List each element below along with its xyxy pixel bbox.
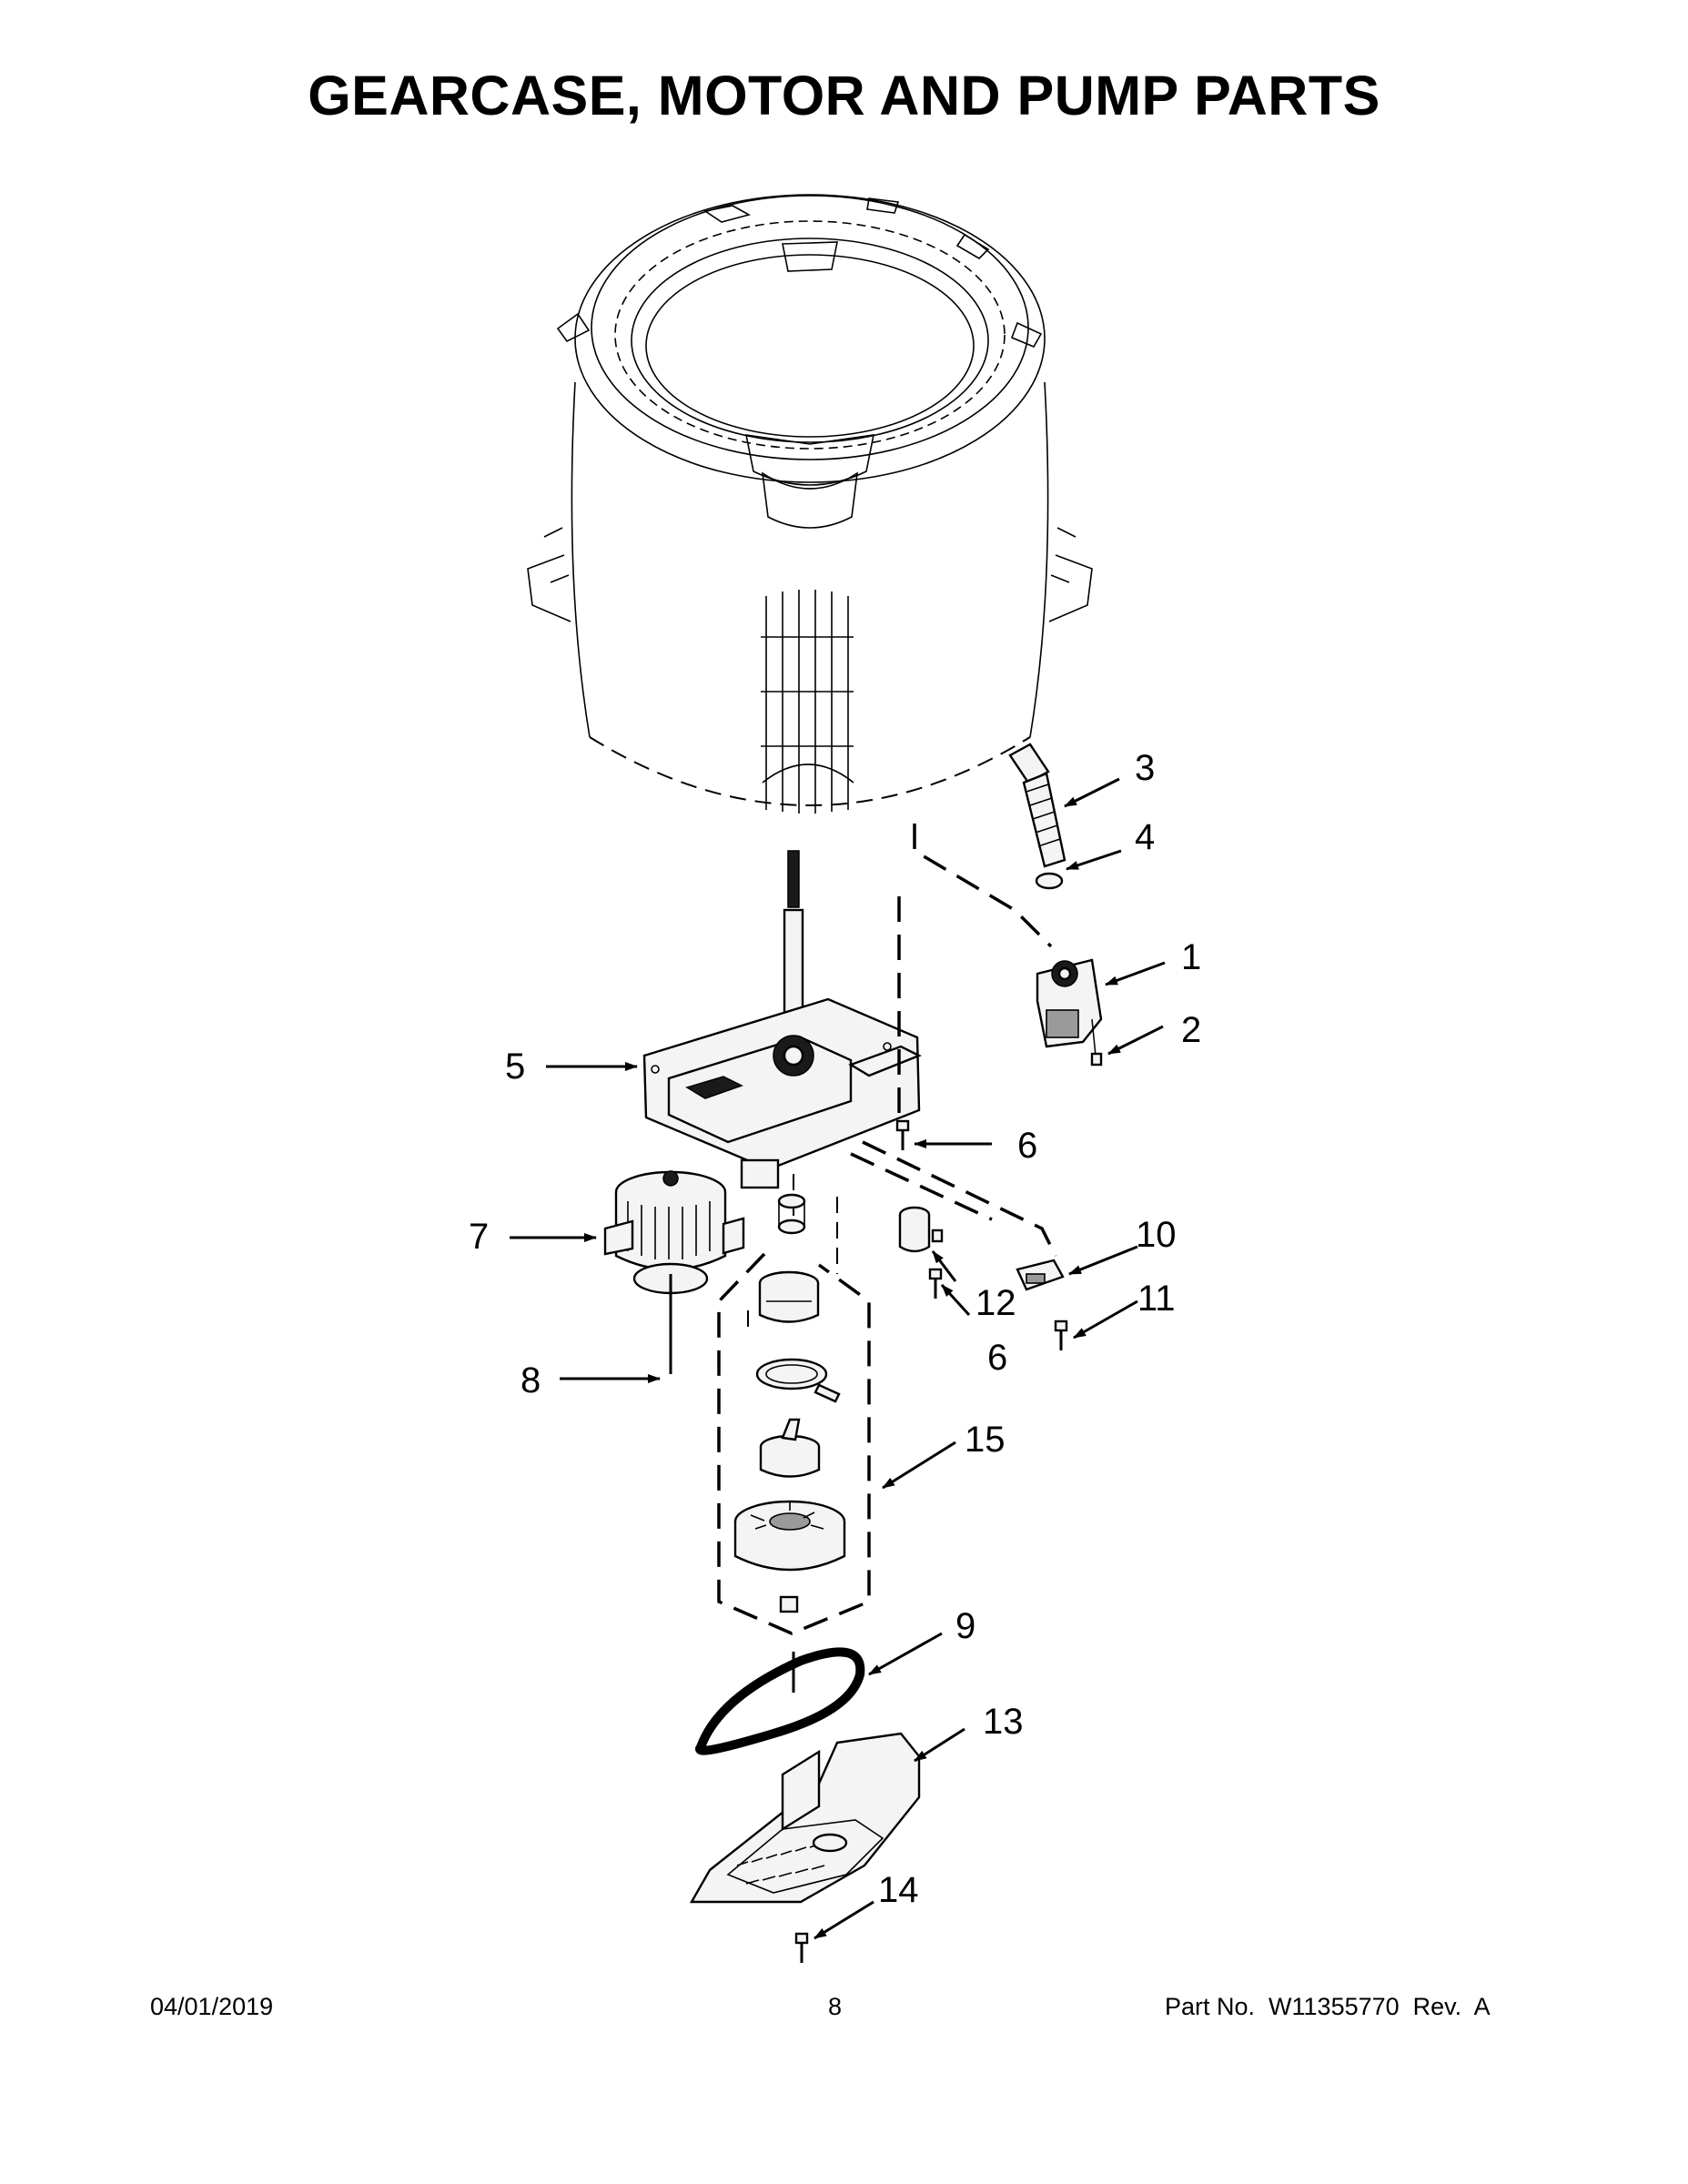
footer-part-number: Part No. W11355770 Rev. A <box>1165 1993 1491 2020</box>
drain-hose-illustration <box>1008 743 1066 890</box>
clutch-assembly-illustration <box>717 1193 871 1635</box>
guide-line <box>862 1140 1057 1257</box>
guide-line <box>913 824 1053 948</box>
callout-2: 2 <box>1181 1010 1201 1050</box>
callout-4: 4 <box>1135 817 1155 857</box>
page-title: GEARCASE, MOTOR AND PUMP PARTS <box>308 65 1380 126</box>
capacitor-illustration <box>898 1206 944 1299</box>
footer-page-number: 8 <box>828 1993 843 2020</box>
callout-5: 5 <box>505 1046 525 1087</box>
belt-illustration <box>695 1647 865 1755</box>
callout-11: 11 <box>1137 1279 1176 1319</box>
tub-illustration <box>527 194 1093 814</box>
callout-12: 12 <box>975 1283 1016 1323</box>
gearcase-illustration <box>642 850 922 1189</box>
callout-arrows <box>510 777 1166 1940</box>
footer-date: 04/01/2019 <box>150 1993 274 2020</box>
motor-illustration <box>603 1170 745 1374</box>
callout-1: 1 <box>1181 937 1201 977</box>
callout-15: 15 <box>965 1420 1006 1460</box>
switch-illustration <box>1016 1259 1068 1350</box>
screw-illustration <box>895 1119 910 1150</box>
guide-line <box>850 1152 993 1221</box>
callout-6-lower: 6 <box>987 1338 1007 1378</box>
callout-14: 14 <box>878 1870 919 1910</box>
callout-8: 8 <box>521 1360 541 1400</box>
callout-13: 13 <box>983 1702 1024 1742</box>
base-illustration <box>689 1732 921 1963</box>
callout-6-upper: 6 <box>1017 1126 1037 1166</box>
callout-9: 9 <box>955 1606 975 1646</box>
pump-illustration <box>1036 958 1103 1067</box>
callout-7: 7 <box>469 1217 489 1257</box>
callout-10: 10 <box>1136 1215 1177 1255</box>
callout-3: 3 <box>1135 748 1155 788</box>
